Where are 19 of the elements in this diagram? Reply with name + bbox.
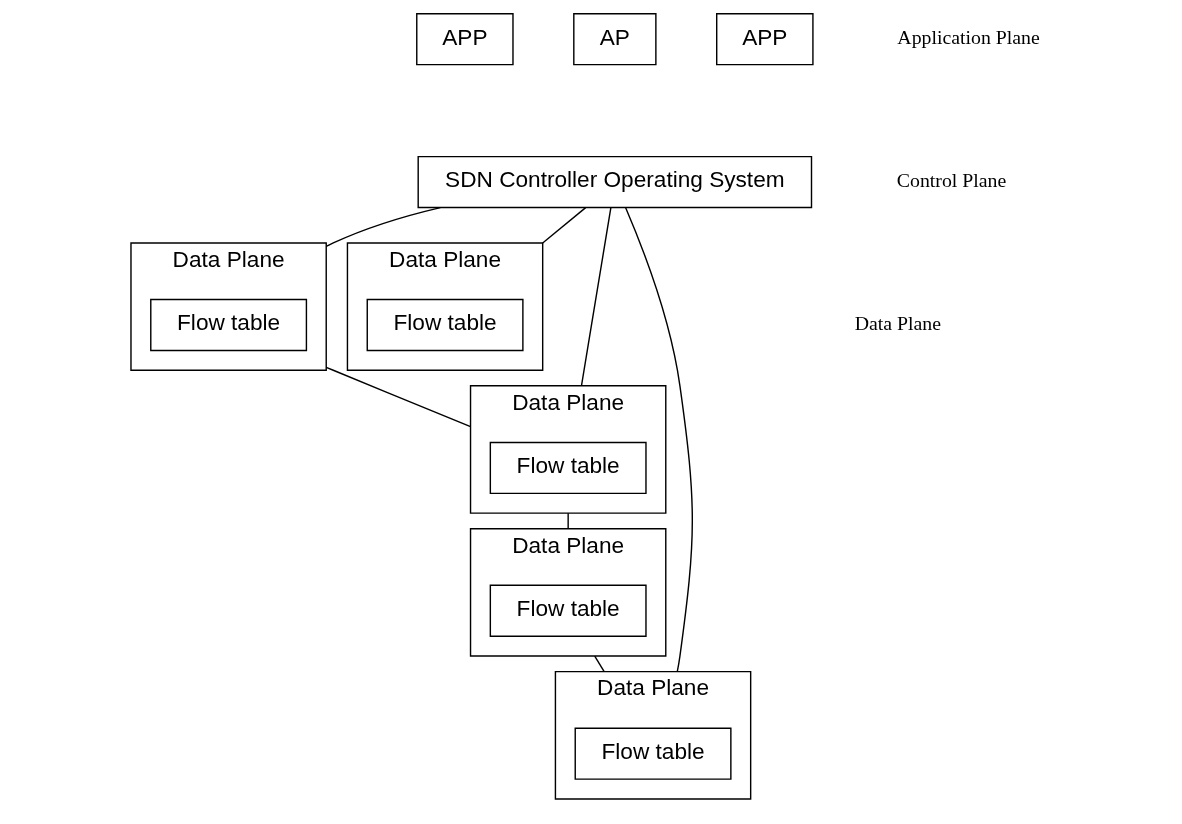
connector [624, 207, 693, 673]
connector [566, 512, 569, 530]
node-box: Flow table [149, 298, 307, 352]
node-box: Flow table [489, 584, 647, 637]
connector [325, 206, 441, 248]
node-box: AP [572, 13, 657, 66]
node-box: SDN Controller Operating System [417, 155, 812, 209]
node-box: APP [715, 13, 814, 66]
label: Application Plane [896, 26, 1040, 49]
label: Control Plane [896, 169, 1006, 192]
label: Data Plane [854, 312, 941, 335]
node-box: APP [415, 13, 514, 66]
connector [593, 655, 605, 673]
node-box: Flow table [574, 727, 732, 780]
node-box: Flow table [366, 298, 524, 352]
connector [325, 366, 471, 428]
connector [580, 206, 612, 387]
connector [541, 206, 586, 244]
node-box: Flow table [489, 441, 647, 495]
